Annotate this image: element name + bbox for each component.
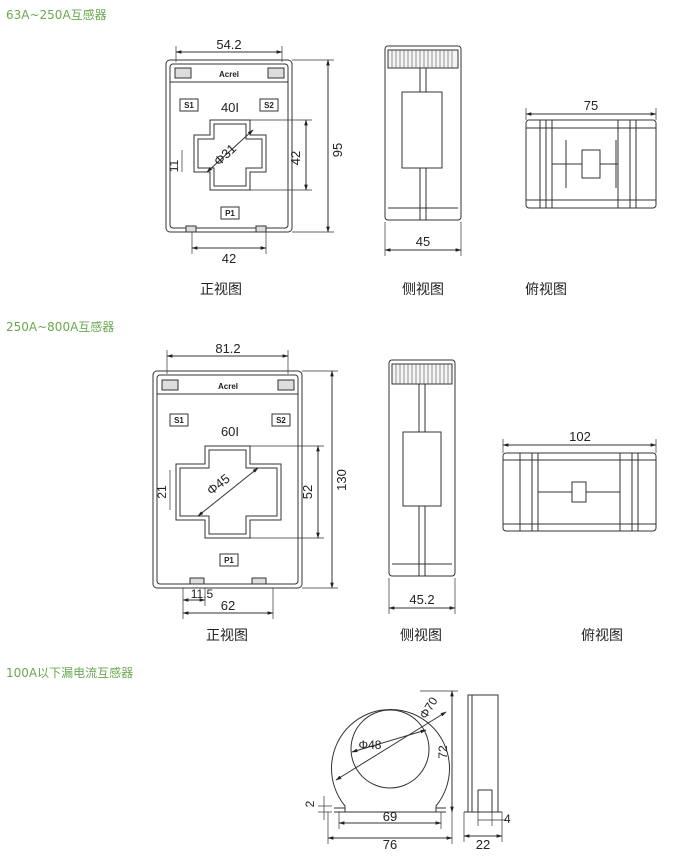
section-title-3: 100A以下漏电流互感器 <box>6 666 134 680</box>
dim-window-2: 52 <box>300 485 315 499</box>
front-view-1 <box>165 59 293 233</box>
top-view-1 <box>525 119 657 209</box>
top-view-2 <box>502 452 657 532</box>
dim-window-1: 42 <box>288 151 303 165</box>
logo-1: Acrel <box>219 70 239 79</box>
dim-diameter-2: Φ45 <box>204 471 233 498</box>
terminal-s2-2: S2 <box>276 416 286 425</box>
view-label-front-1: 正视图 <box>200 282 242 298</box>
dim-foot-3: 2 <box>303 800 317 807</box>
view-label-top-1: 俯视图 <box>525 282 567 298</box>
section-title-1: 63A~250A互感器 <box>6 8 107 22</box>
dim-side-thickness-3: 22 <box>476 837 490 852</box>
ring-ct-side <box>464 694 502 813</box>
dim-bottom-1: 42 <box>222 251 236 266</box>
dim-top-1: 54.2 <box>216 37 241 52</box>
dim-height-2: 130 <box>334 469 349 491</box>
dim-side-foot-3: 4 <box>504 812 511 826</box>
side-view-1 <box>384 45 462 221</box>
dim-bottom-small-2: 11.5 <box>191 587 214 601</box>
view-label-side-2: 侧视图 <box>400 628 442 644</box>
dimensions-1 <box>175 50 330 250</box>
dim-top-view-1: 75 <box>584 98 598 113</box>
section-title-2: 250A~800A互感器 <box>6 320 115 334</box>
terminal-p1-1: P1 <box>225 209 235 218</box>
dim-top-2: 81.2 <box>215 341 240 356</box>
dim-base-outer-3: 76 <box>383 837 397 852</box>
view-label-side-1: 侧视图 <box>402 282 444 298</box>
logo-2: Acrel <box>218 382 238 391</box>
dim-side-1: 45 <box>416 234 430 249</box>
terminal-p1-2: P1 <box>224 556 234 565</box>
dim-height-3: 72 <box>436 745 450 759</box>
turns-label-1: 40I <box>221 100 239 115</box>
dim-bottom-2: 62 <box>221 598 235 613</box>
terminal-s1-1: S1 <box>184 101 194 110</box>
view-label-front-2: 正视图 <box>206 628 248 644</box>
turns-label-2: 60I <box>221 424 239 439</box>
front-view-2 <box>152 370 303 589</box>
dim-left-1: 11 <box>167 159 181 172</box>
terminal-s1-2: S1 <box>174 416 184 425</box>
side-view-2 <box>388 359 456 577</box>
dim-side-2: 45.2 <box>409 592 434 607</box>
dim-base-inner-3: 69 <box>383 809 397 824</box>
dim-top-view-2: 102 <box>569 429 591 444</box>
view-label-top-2: 俯视图 <box>581 628 623 644</box>
dim-left-2: 21 <box>155 485 169 499</box>
ring-ct-front <box>331 708 450 813</box>
dim-height-1: 95 <box>330 143 345 157</box>
dim-inner-3: Φ48 <box>359 738 382 752</box>
terminal-s2-1: S2 <box>264 101 274 110</box>
